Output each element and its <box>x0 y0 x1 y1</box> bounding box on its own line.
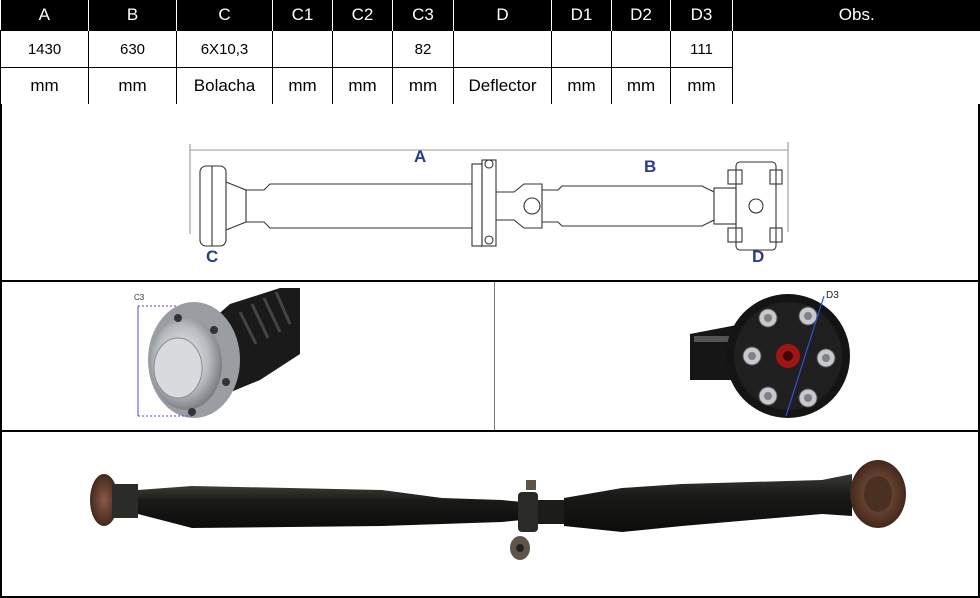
header-a: A <box>0 0 89 31</box>
header-d1: D1 <box>551 0 612 31</box>
photo-divider <box>494 282 495 430</box>
value-d2 <box>611 30 671 68</box>
unit-c2: mm <box>332 67 393 105</box>
unit-d2: mm <box>611 67 671 105</box>
driveshaft-photo-section <box>0 432 980 598</box>
cv-joint-photo: C3 <box>134 288 300 418</box>
dimension-label-d: D <box>752 247 764 266</box>
value-c3: 82 <box>392 30 454 68</box>
header-d3: D3 <box>670 0 733 31</box>
detail-photos-section: C3 D3 <box>0 282 980 432</box>
dimension-label-a: A <box>414 147 426 166</box>
header-d: D <box>453 0 552 31</box>
unit-d1: mm <box>551 67 612 105</box>
values-row: 1430 630 6X10,3 82 111 <box>0 30 980 105</box>
header-c2: C2 <box>332 0 393 31</box>
driveshaft-photo <box>90 460 906 560</box>
d3-label: D3 <box>826 290 839 301</box>
value-d <box>453 30 552 68</box>
value-a: 1430 <box>0 30 89 68</box>
header-obs: Obs. <box>732 0 980 31</box>
header-row: A B C C1 C2 C3 D D1 D2 D3 Obs. <box>0 0 980 31</box>
header-b: B <box>88 0 177 31</box>
c3-label: C3 <box>134 293 145 302</box>
value-c: 6X10,3 <box>176 30 273 68</box>
flex-disc-photo: D3 <box>690 290 850 418</box>
unit-b: mm <box>88 67 177 105</box>
value-c1 <box>272 30 333 68</box>
unit-c3: mm <box>392 67 454 105</box>
driveshaft-technical-drawing: A B C D <box>189 142 789 266</box>
value-d1 <box>551 30 612 68</box>
technical-drawing-section: A B C D <box>0 104 980 282</box>
header-c: C <box>176 0 273 31</box>
value-d3: 111 <box>670 30 733 68</box>
obs-cell <box>732 30 980 105</box>
value-b: 630 <box>88 30 177 68</box>
unit-c1: mm <box>272 67 333 105</box>
header-c1: C1 <box>272 0 333 31</box>
spec-table: A B C C1 C2 C3 D D1 D2 D3 Obs. 1430 630 … <box>0 0 980 105</box>
header-c3: C3 <box>392 0 454 31</box>
dimension-label-c: C <box>206 247 218 266</box>
unit-d: Deflector <box>453 67 552 105</box>
unit-d3: mm <box>670 67 733 105</box>
dimension-label-b: B <box>644 157 656 176</box>
units-row: mm mm Bolacha mm mm mm Deflector mm mm m… <box>0 67 980 105</box>
header-d2: D2 <box>611 0 671 31</box>
unit-a: mm <box>0 67 89 105</box>
unit-c: Bolacha <box>176 67 273 105</box>
value-c2 <box>332 30 393 68</box>
